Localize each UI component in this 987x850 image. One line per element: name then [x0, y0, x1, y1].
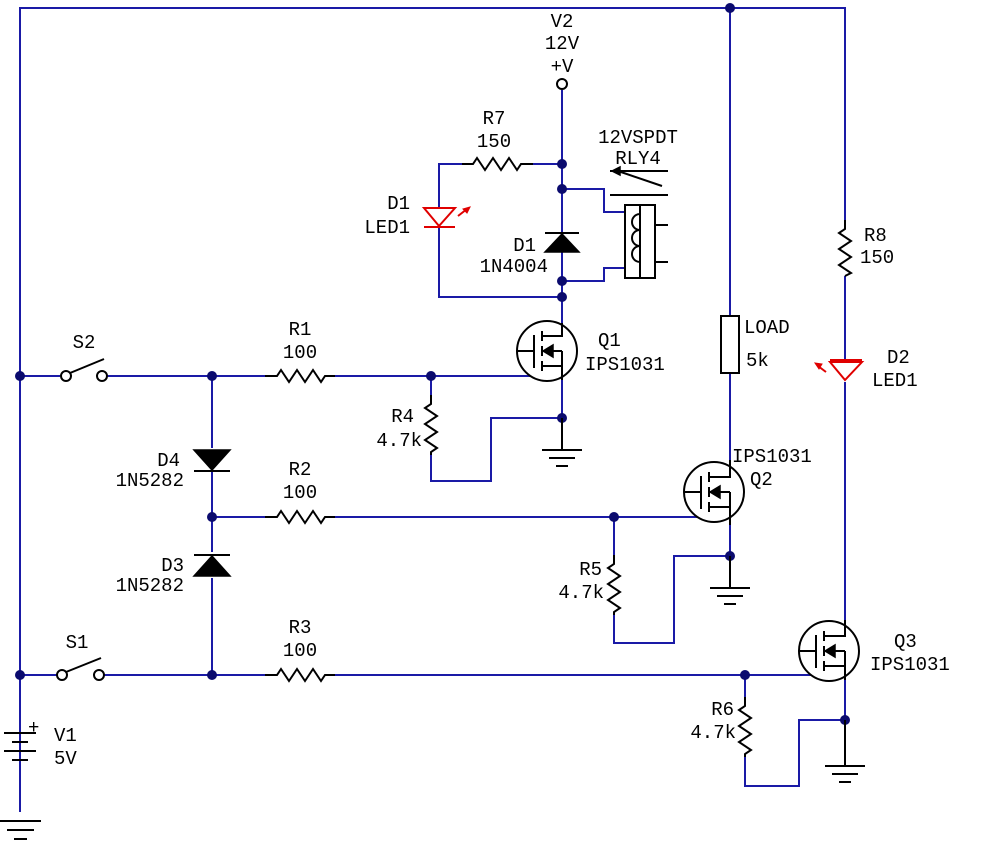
diode-icon [543, 232, 581, 253]
r7-name: R7 [483, 108, 506, 130]
wires [19, 7, 846, 812]
mosfet-icon [798, 620, 860, 682]
diode-icon [192, 554, 232, 577]
switch-icon [56, 657, 105, 681]
d4-model: 1N5282 [116, 470, 184, 492]
relay-icon [610, 165, 668, 279]
r8-name: R8 [864, 225, 887, 247]
relay-type: 12VSPDT [598, 127, 678, 149]
ground-icon [0, 820, 41, 840]
load-value: 5k [746, 350, 769, 372]
r4-value: 4.7k [376, 430, 422, 452]
resistor-icon [737, 697, 753, 757]
battery-icon [4, 732, 36, 761]
v1-plus: + [28, 717, 39, 739]
relay-name: RLY4 [615, 148, 661, 170]
resistor-icon [606, 555, 622, 615]
junction-dots [15, 3, 850, 725]
v2-name: V2 [551, 11, 574, 33]
v2-value: 12V [545, 33, 580, 55]
led-icon [813, 359, 865, 382]
r5-name: R5 [579, 559, 602, 581]
r2-value: 100 [283, 482, 317, 504]
q1-model: IPS1031 [585, 354, 665, 376]
diode-d1-model: 1N4004 [480, 256, 548, 278]
r1-name: R1 [289, 319, 312, 341]
v1-name: V1 [54, 725, 77, 747]
d2-model: LED1 [872, 370, 918, 392]
r6-value: 4.7k [690, 722, 736, 744]
v1-value: 5V [54, 748, 77, 770]
q1-name: Q1 [598, 330, 621, 352]
component-labels: V2 12V +V R7 150 12VSPDT RLY4 D1 LED1 D1… [28, 11, 950, 770]
q2-model: IPS1031 [732, 446, 812, 468]
r1-value: 100 [283, 342, 317, 364]
switch-icon [60, 358, 108, 382]
ground-icon [710, 556, 750, 605]
r3-name: R3 [289, 617, 312, 639]
r6-name: R6 [711, 699, 734, 721]
resistor-icon [265, 667, 335, 683]
resistor-icon [265, 509, 335, 525]
mosfet-icon [683, 460, 745, 525]
r4-name: R4 [391, 406, 414, 428]
resistor-icon [265, 368, 335, 384]
q2-name: Q2 [750, 469, 773, 491]
mosfet-icon [516, 320, 578, 382]
ground-icon [825, 720, 865, 783]
r7-value: 150 [477, 131, 511, 153]
d3-name: D3 [161, 555, 184, 577]
load-name: LOAD [744, 317, 790, 339]
load-resistor-icon [720, 315, 740, 374]
s1-name: S1 [66, 632, 89, 654]
led-d1-model: LED1 [364, 217, 410, 239]
r8-value: 150 [860, 247, 894, 269]
r5-value: 4.7k [558, 582, 604, 604]
s2-name: S2 [73, 332, 96, 354]
resistor-icon [837, 220, 853, 277]
r2-name: R2 [289, 459, 312, 481]
q3-name: Q3 [894, 631, 917, 653]
resistor-icon [462, 156, 533, 172]
resistor-icon [423, 395, 439, 455]
d4-name: D4 [157, 450, 180, 472]
diode-d1-name: D1 [513, 235, 536, 257]
diode-icon [192, 449, 232, 472]
ground-icon [542, 418, 582, 467]
d2-name: D2 [887, 347, 910, 369]
led-icon [421, 206, 471, 228]
supply-terminal-icon [556, 78, 568, 90]
r3-value: 100 [283, 640, 317, 662]
d3-model: 1N5282 [116, 575, 184, 597]
v2-plus: +V [551, 56, 574, 78]
q3-model: IPS1031 [870, 654, 950, 676]
led-d1-name: D1 [387, 193, 410, 215]
